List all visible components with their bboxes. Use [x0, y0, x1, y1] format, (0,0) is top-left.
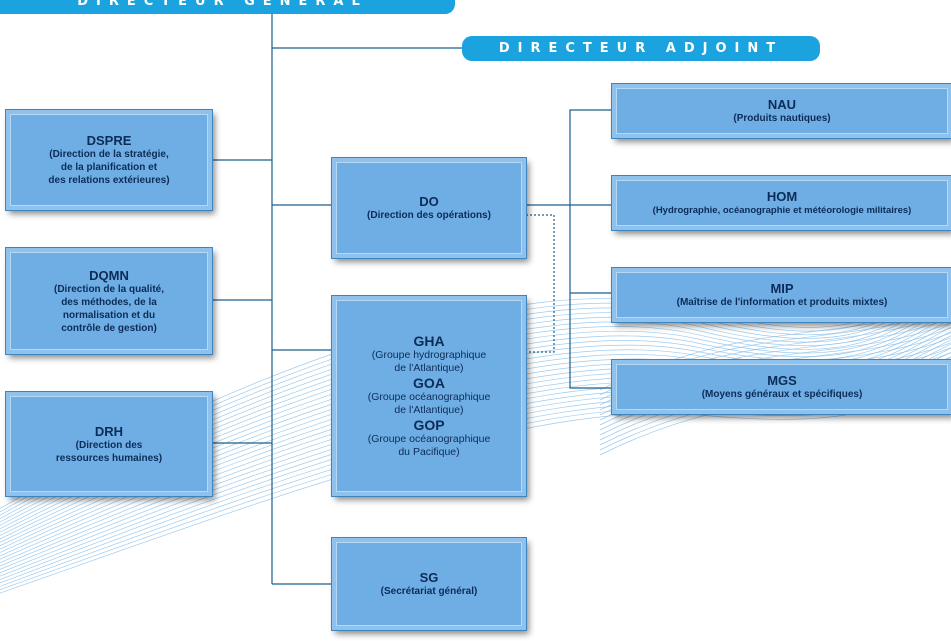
gop-desc: (Groupe océanographique du Pacifique) [367, 433, 491, 458]
nau-name: NAU [767, 97, 797, 112]
gha-desc: (Groupe hydrographique de l'Atlantique) [371, 349, 487, 374]
goa-name: GOA [413, 375, 445, 391]
right-column-spine [569, 109, 612, 389]
do-desc: (Direction des opérations) [367, 210, 491, 221]
do-name: DO [419, 194, 439, 209]
box-mip: MIP (Maîtrise de l'information et produi… [611, 267, 951, 323]
dqmn-desc: (Direction de la qualité, des méthodes, … [53, 283, 165, 334]
dqmn-name: DQMN [89, 267, 129, 283]
gha-name: GHA [413, 333, 445, 349]
box-dqmn: DQMN (Direction de la qualité, des métho… [5, 247, 213, 355]
drh-name: DRH [94, 423, 124, 439]
mip-desc: (Maîtrise de l'information et produits m… [676, 297, 888, 308]
drh-desc: (Direction des ressources humaines) [55, 439, 163, 464]
dspre-desc: (Direction de la stratégie, de la planif… [48, 149, 170, 186]
mgs-desc: (Moyens généraux et spécifiques) [701, 389, 863, 400]
box-groups: GHA (Groupe hydrographique de l'Atlantiq… [331, 295, 527, 497]
mgs-name: MGS [767, 373, 797, 388]
box-hom: HOM (Hydrographie, océanographie et mété… [611, 175, 951, 231]
box-drh: DRH (Direction des ressources humaines) [5, 391, 213, 497]
mip-name: MIP [770, 281, 794, 296]
box-do: DO (Direction des opérations) [331, 157, 527, 259]
director-general-banner: DIRECTEUR GÉNÉRAL [0, 0, 455, 14]
goa-desc: (Groupe océanographique de l'Atlantique) [367, 391, 491, 416]
connector-lines [212, 14, 612, 585]
dspre-name: DSPRE [86, 133, 132, 148]
box-nau: NAU (Produits nautiques) [611, 83, 951, 139]
sg-name: SG [419, 570, 439, 585]
hom-name: HOM [766, 189, 798, 204]
box-mgs: MGS (Moyens généraux et spécifiques) [611, 359, 951, 415]
dotted-link-do-gha [526, 214, 555, 353]
nau-desc: (Produits nautiques) [733, 113, 831, 124]
hom-desc: (Hydrographie, océanographie et météorol… [652, 205, 912, 216]
director-general-label: DIRECTEUR GÉNÉRAL [77, 0, 368, 9]
sg-desc: (Secrétariat général) [380, 586, 478, 597]
box-sg: SG (Secrétariat général) [331, 537, 527, 631]
director-adjoint-banner: DIRECTEUR ADJOINT [462, 36, 820, 61]
director-adjoint-label: DIRECTEUR ADJOINT [498, 41, 784, 56]
box-dspre: DSPRE (Direction de la stratégie, de la … [5, 109, 213, 211]
gop-name: GOP [413, 417, 445, 433]
